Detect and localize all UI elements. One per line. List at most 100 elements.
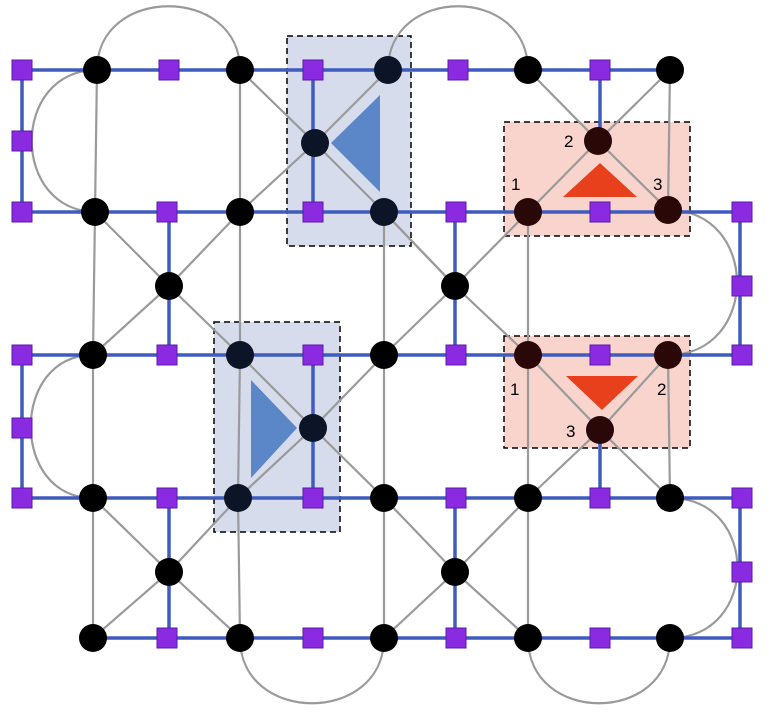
qubit-square [156,344,178,366]
lattice-vertex [514,341,542,369]
qubit-square [11,130,33,152]
gray-edge [93,69,99,213]
lattice-vertex [654,341,682,369]
qubit-square [11,417,33,439]
label-up-1: 1 [511,175,520,194]
gray-edge [239,142,316,213]
lattice-vertex [370,624,398,652]
lattice-vertex [226,624,254,652]
qubit-square [589,344,611,366]
triangles [251,95,638,478]
lattice-vertex [370,484,398,512]
lattice-vertex [299,414,327,442]
lattice-vertex [514,624,542,652]
gray-edge [314,142,385,213]
gray-edge [383,211,456,287]
qubit-square [589,201,611,223]
arc-left-1 [30,68,98,214]
gray-edge [314,69,389,144]
gray-edge [527,69,599,142]
lattice-vertex [81,198,109,226]
blue-triangle-right-pointing [251,380,297,478]
gray-edge [527,354,601,431]
qubit-square [11,487,33,509]
lattice-vertex [226,56,254,84]
arc-bottom-1 [238,637,386,705]
lattice-vertex [226,341,254,369]
qubit-square [302,201,324,223]
qubit-square [731,627,753,649]
lattice-vertex [654,196,682,224]
qubit-square [302,487,324,509]
lattice-vertex [155,272,183,300]
qubit-square [11,344,33,366]
arc-bottom-2 [526,637,672,705]
lattice-vertex [514,198,542,226]
lattice-vertex [79,341,107,369]
qubit-square [445,627,467,649]
lattice-vertex [301,129,329,157]
gray-edge [383,497,456,573]
lattice-vertex [584,127,612,155]
lattice-vertex [441,272,469,300]
gray-edge [236,354,242,499]
lattice-vertex [370,341,398,369]
label-down-2: 2 [657,380,666,399]
lattice-vertex [656,56,684,84]
arc-left-2 [29,353,94,500]
qubit-square [589,627,611,649]
gray-edge [168,211,241,287]
gray-edge [92,497,170,573]
qubit-square [156,201,178,223]
gray-edge [599,429,671,499]
gray-edge [599,354,669,431]
gray-edge [383,285,456,356]
gray-edge [236,497,242,639]
gray-edge [454,571,529,639]
qubit-square [11,201,33,223]
gray-edge [383,571,456,639]
gray-edge [454,285,529,356]
lattice-vertex [155,558,183,586]
lattice-vertex [226,198,254,226]
label-up-2: 2 [564,132,573,151]
gray-edge [92,285,170,356]
qubit-square [158,59,180,81]
gray-edge [94,211,170,287]
lattice-vertex [83,56,111,84]
gray-edge [597,140,669,211]
lattice-vertex [514,56,542,84]
gray-edge [454,211,529,287]
qubit-square [447,59,469,81]
gray-edge [168,285,241,356]
qubit-square [302,627,324,649]
gray-edge [239,354,314,429]
qubit-square [156,627,178,649]
gray-edge [168,571,241,639]
qubit-square [731,344,753,366]
qubit-square [11,59,33,81]
lattice-vertex [79,624,107,652]
qubit-square [445,344,467,366]
gray-edge [92,571,170,639]
gray-edges [91,69,672,639]
gray-edge [312,427,385,499]
gray-edge [237,427,314,499]
lattice-vertex [224,484,252,512]
qubit-square [302,344,324,366]
lattice-vertex [79,484,107,512]
red-triangle-down [566,376,638,410]
gray-edge [527,429,601,499]
arc-right-2 [669,496,739,640]
gray-edge [91,211,97,356]
arc-top-2 [386,5,530,71]
gray-edge [312,354,385,429]
gray-edge [666,69,672,211]
qubit-square [731,561,753,583]
qubit-square [589,487,611,509]
blue-triangle-left-pointing [331,95,380,192]
qubit-square [731,487,753,509]
lattice-vertex [441,558,469,586]
gray-edge [527,140,599,213]
